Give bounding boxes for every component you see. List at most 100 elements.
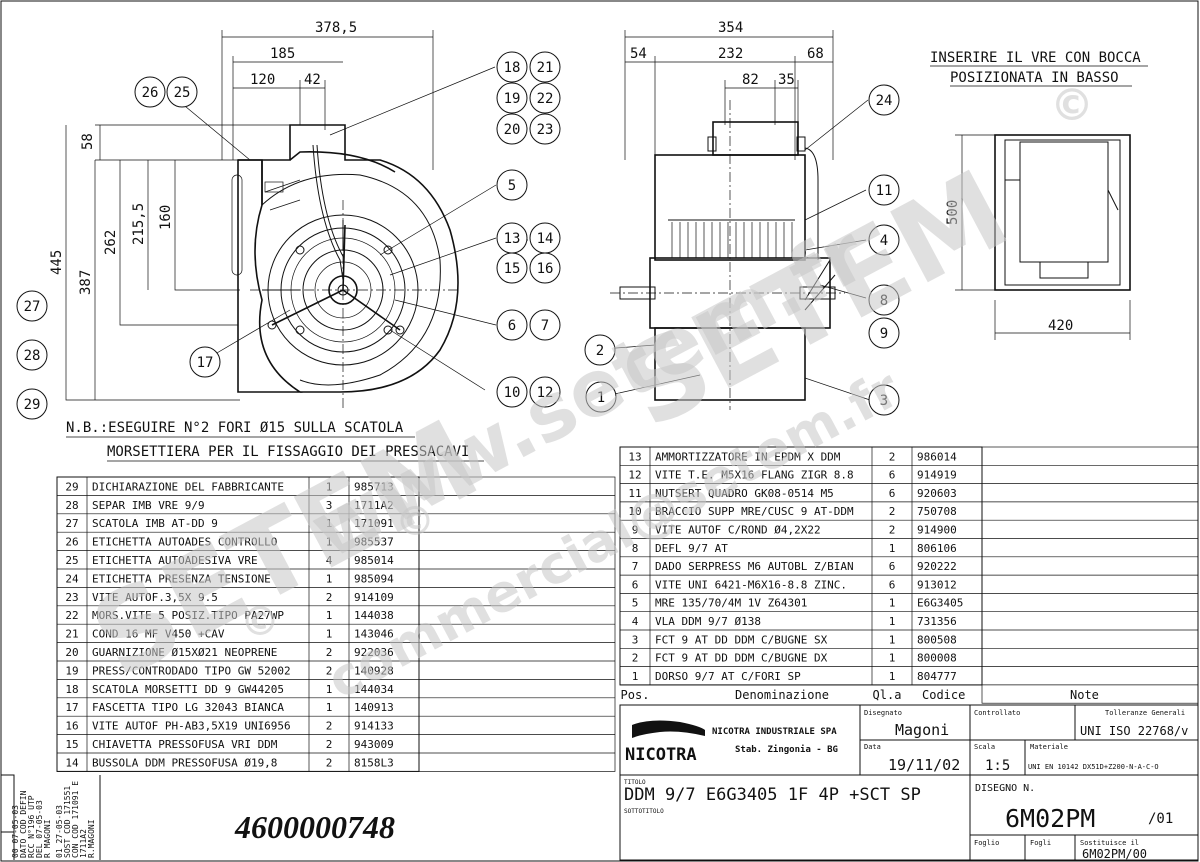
scale-label: Scala — [974, 743, 995, 751]
package-view: INSERIRE IL VRE CON BOCCA POSIZIONATA IN… — [930, 50, 1148, 340]
balloon-15: 15 — [496, 252, 528, 284]
bom-header-code: Codice — [922, 688, 965, 702]
bom-description: ETICHETTA AUTOADESIVA VRE — [92, 554, 258, 567]
watermark-copyright-3: © — [240, 599, 280, 645]
bom-description: SCATOLA IMB AT-DD 9 — [92, 517, 218, 530]
dim-42: 42 — [304, 72, 321, 88]
balloon-label: 29 — [24, 397, 41, 413]
bom-description: MRE 135/70/4M 1V Z64301 — [655, 597, 807, 610]
dim-262: 262 — [103, 230, 119, 255]
dim-overall-width: 378,5 — [315, 20, 357, 36]
balloon-6: 6 — [496, 309, 528, 341]
bom-code: 914133 — [354, 720, 394, 733]
bom-pos: 28 — [65, 499, 78, 512]
bom-quantity: 1 — [326, 536, 333, 549]
balloon-label: 14 — [537, 231, 554, 247]
bom-description: DADO SERPRESS M6 AUTOBL Z/BIAN — [655, 560, 854, 573]
balloon-label: 2 — [596, 343, 604, 359]
bom-code: 144038 — [354, 609, 394, 622]
drawn-label: Disegnato — [864, 709, 902, 717]
bom-pos: 1 — [632, 670, 639, 683]
bom-code: 144034 — [354, 683, 394, 696]
bom-description: NUTSERT QUADRO GK08-0514 M5 — [655, 487, 834, 500]
balloon-26: 26 — [134, 76, 166, 108]
drawing-scale: 1:5 — [985, 758, 1010, 774]
bom-quantity: 1 — [889, 542, 896, 555]
balloon-label: 13 — [504, 231, 521, 247]
balloon-label: 25 — [174, 85, 191, 101]
bom-description: CHIAVETTA PRESSOFUSA VRI DDM — [92, 738, 278, 751]
nb-note-line1: N.B.:ESEGUIRE N°2 FORI Ø15 SULLA SCATOLA — [66, 420, 404, 436]
bom-code: 985713 — [354, 480, 394, 493]
bom-pos: 22 — [65, 609, 78, 622]
rev-01-date: 01 27-05-03 — [55, 805, 64, 858]
balloon-label: 19 — [504, 91, 521, 107]
bom-quantity: 2 — [326, 646, 333, 659]
balloon-label: 9 — [880, 326, 888, 342]
tolerance-value: UNI ISO 22768/v — [1080, 724, 1188, 738]
bom-quantity: 2 — [326, 756, 333, 769]
revision-block: 00 07-05-03 DATO COD DEFIN RCC N°196 UTP… — [1, 774, 395, 860]
balloon-label: 18 — [504, 60, 521, 76]
bom-code: 914900 — [917, 524, 957, 537]
balloon-16: 16 — [529, 252, 561, 284]
bom-description: VITE UNI 6421-M6X16-8.8 ZINC. — [655, 578, 847, 591]
balloon-23: 23 — [529, 113, 561, 145]
bom-quantity: 1 — [889, 670, 896, 683]
bom-description: ETICHETTA AUTOADES CONTROLLO — [92, 536, 277, 549]
bom-pos: 14 — [65, 756, 79, 769]
rev-00-line2: DATO COD DEFIN — [19, 790, 28, 858]
front-view: 378,5 185 120 42 58 160 215,5 262 445 38… — [49, 20, 460, 410]
balloon-11: 11 — [868, 174, 900, 206]
balloon-label: 21 — [537, 60, 554, 76]
rev-01-line3: CON COD 171091 E — [71, 781, 80, 858]
bom-pos: 13 — [628, 450, 641, 463]
dim-68: 68 — [807, 46, 824, 62]
bom-code: 8158L3 — [354, 756, 394, 769]
bom-code: 171091 — [354, 517, 394, 530]
bom-quantity: 2 — [326, 720, 333, 733]
bom-description: GUARNIZIONE Ø15XØ21 NEOPRENE — [92, 646, 277, 659]
watermark-copyright-1: © — [1050, 80, 1094, 131]
bom-code: 914919 — [917, 469, 957, 482]
bom-pos: 20 — [65, 646, 78, 659]
drawn-by: Magoni — [895, 721, 949, 739]
balloon-13: 13 — [496, 222, 528, 254]
side-view-dimensions: 354 54 232 68 82 35 — [624, 20, 834, 160]
drawing-title: DDM 9/7 E6G3405 1F 4P +SCT SP — [624, 785, 921, 805]
bom-pos: 3 — [632, 633, 639, 646]
bom-description: BUSSOLA DDM PRESSOFUSA Ø19,8 — [92, 756, 277, 769]
sheet-label: Foglio — [974, 839, 999, 847]
balloon-1: 1 — [585, 381, 617, 413]
bom-quantity: 1 — [889, 633, 896, 646]
bom-description: MORS.VITE 5 POSIZ.TIPO PA27WP — [92, 609, 284, 622]
bom-description: AMMORTIZZATORE IN EPDM X DDM — [655, 450, 841, 463]
bom-quantity: 1 — [326, 628, 333, 641]
rev-00-author: R MAGONI — [43, 819, 52, 858]
balloon-27: 27 — [16, 290, 48, 322]
package-note-line2: POSIZIONATA IN BASSO — [950, 70, 1119, 86]
bom-quantity: 1 — [889, 597, 896, 610]
balloon-label: 5 — [508, 178, 516, 194]
left-bom-row: 14 BUSSOLA DDM PRESSOFUSA Ø19,8 2 8158L3 — [57, 756, 419, 772]
bom-code: 806106 — [917, 542, 957, 555]
balloon-12: 12 — [529, 376, 561, 408]
bom-description: SEPAR IMB VRE 9/9 — [92, 499, 205, 512]
sheets-label: Fogli — [1030, 839, 1051, 847]
bom-description: DEFL 9/7 AT — [655, 542, 728, 555]
bom-quantity: 1 — [326, 609, 333, 622]
